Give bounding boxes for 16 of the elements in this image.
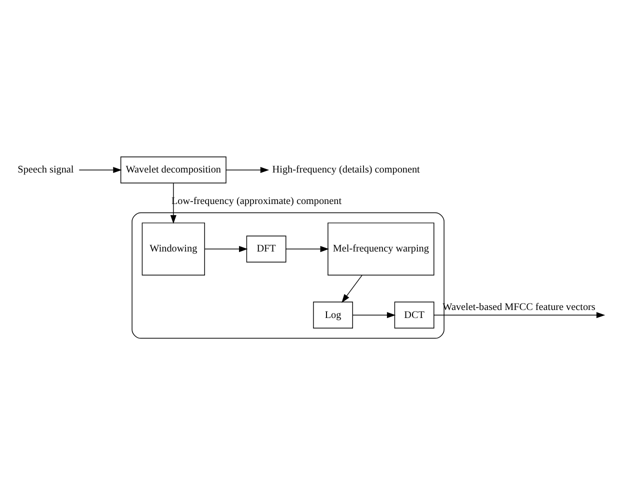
node-box: Wavelet decomposition	[120, 156, 226, 183]
node-box: DCT	[394, 301, 434, 328]
node-text: High-frequency (details) component	[272, 164, 420, 176]
arrow	[78, 166, 122, 173]
arrow	[204, 246, 248, 252]
arrow	[226, 166, 270, 173]
node-box: Log	[313, 301, 353, 328]
arrow	[352, 312, 396, 318]
arrow	[342, 274, 362, 302]
arrow	[286, 246, 329, 252]
node-box: Windowing	[142, 222, 205, 276]
arrow	[434, 312, 606, 318]
node-text: Speech signal	[18, 164, 74, 176]
node-box: DFT	[246, 235, 286, 262]
node-box: Mel-frequency warping	[328, 222, 434, 276]
cluster	[132, 212, 444, 338]
